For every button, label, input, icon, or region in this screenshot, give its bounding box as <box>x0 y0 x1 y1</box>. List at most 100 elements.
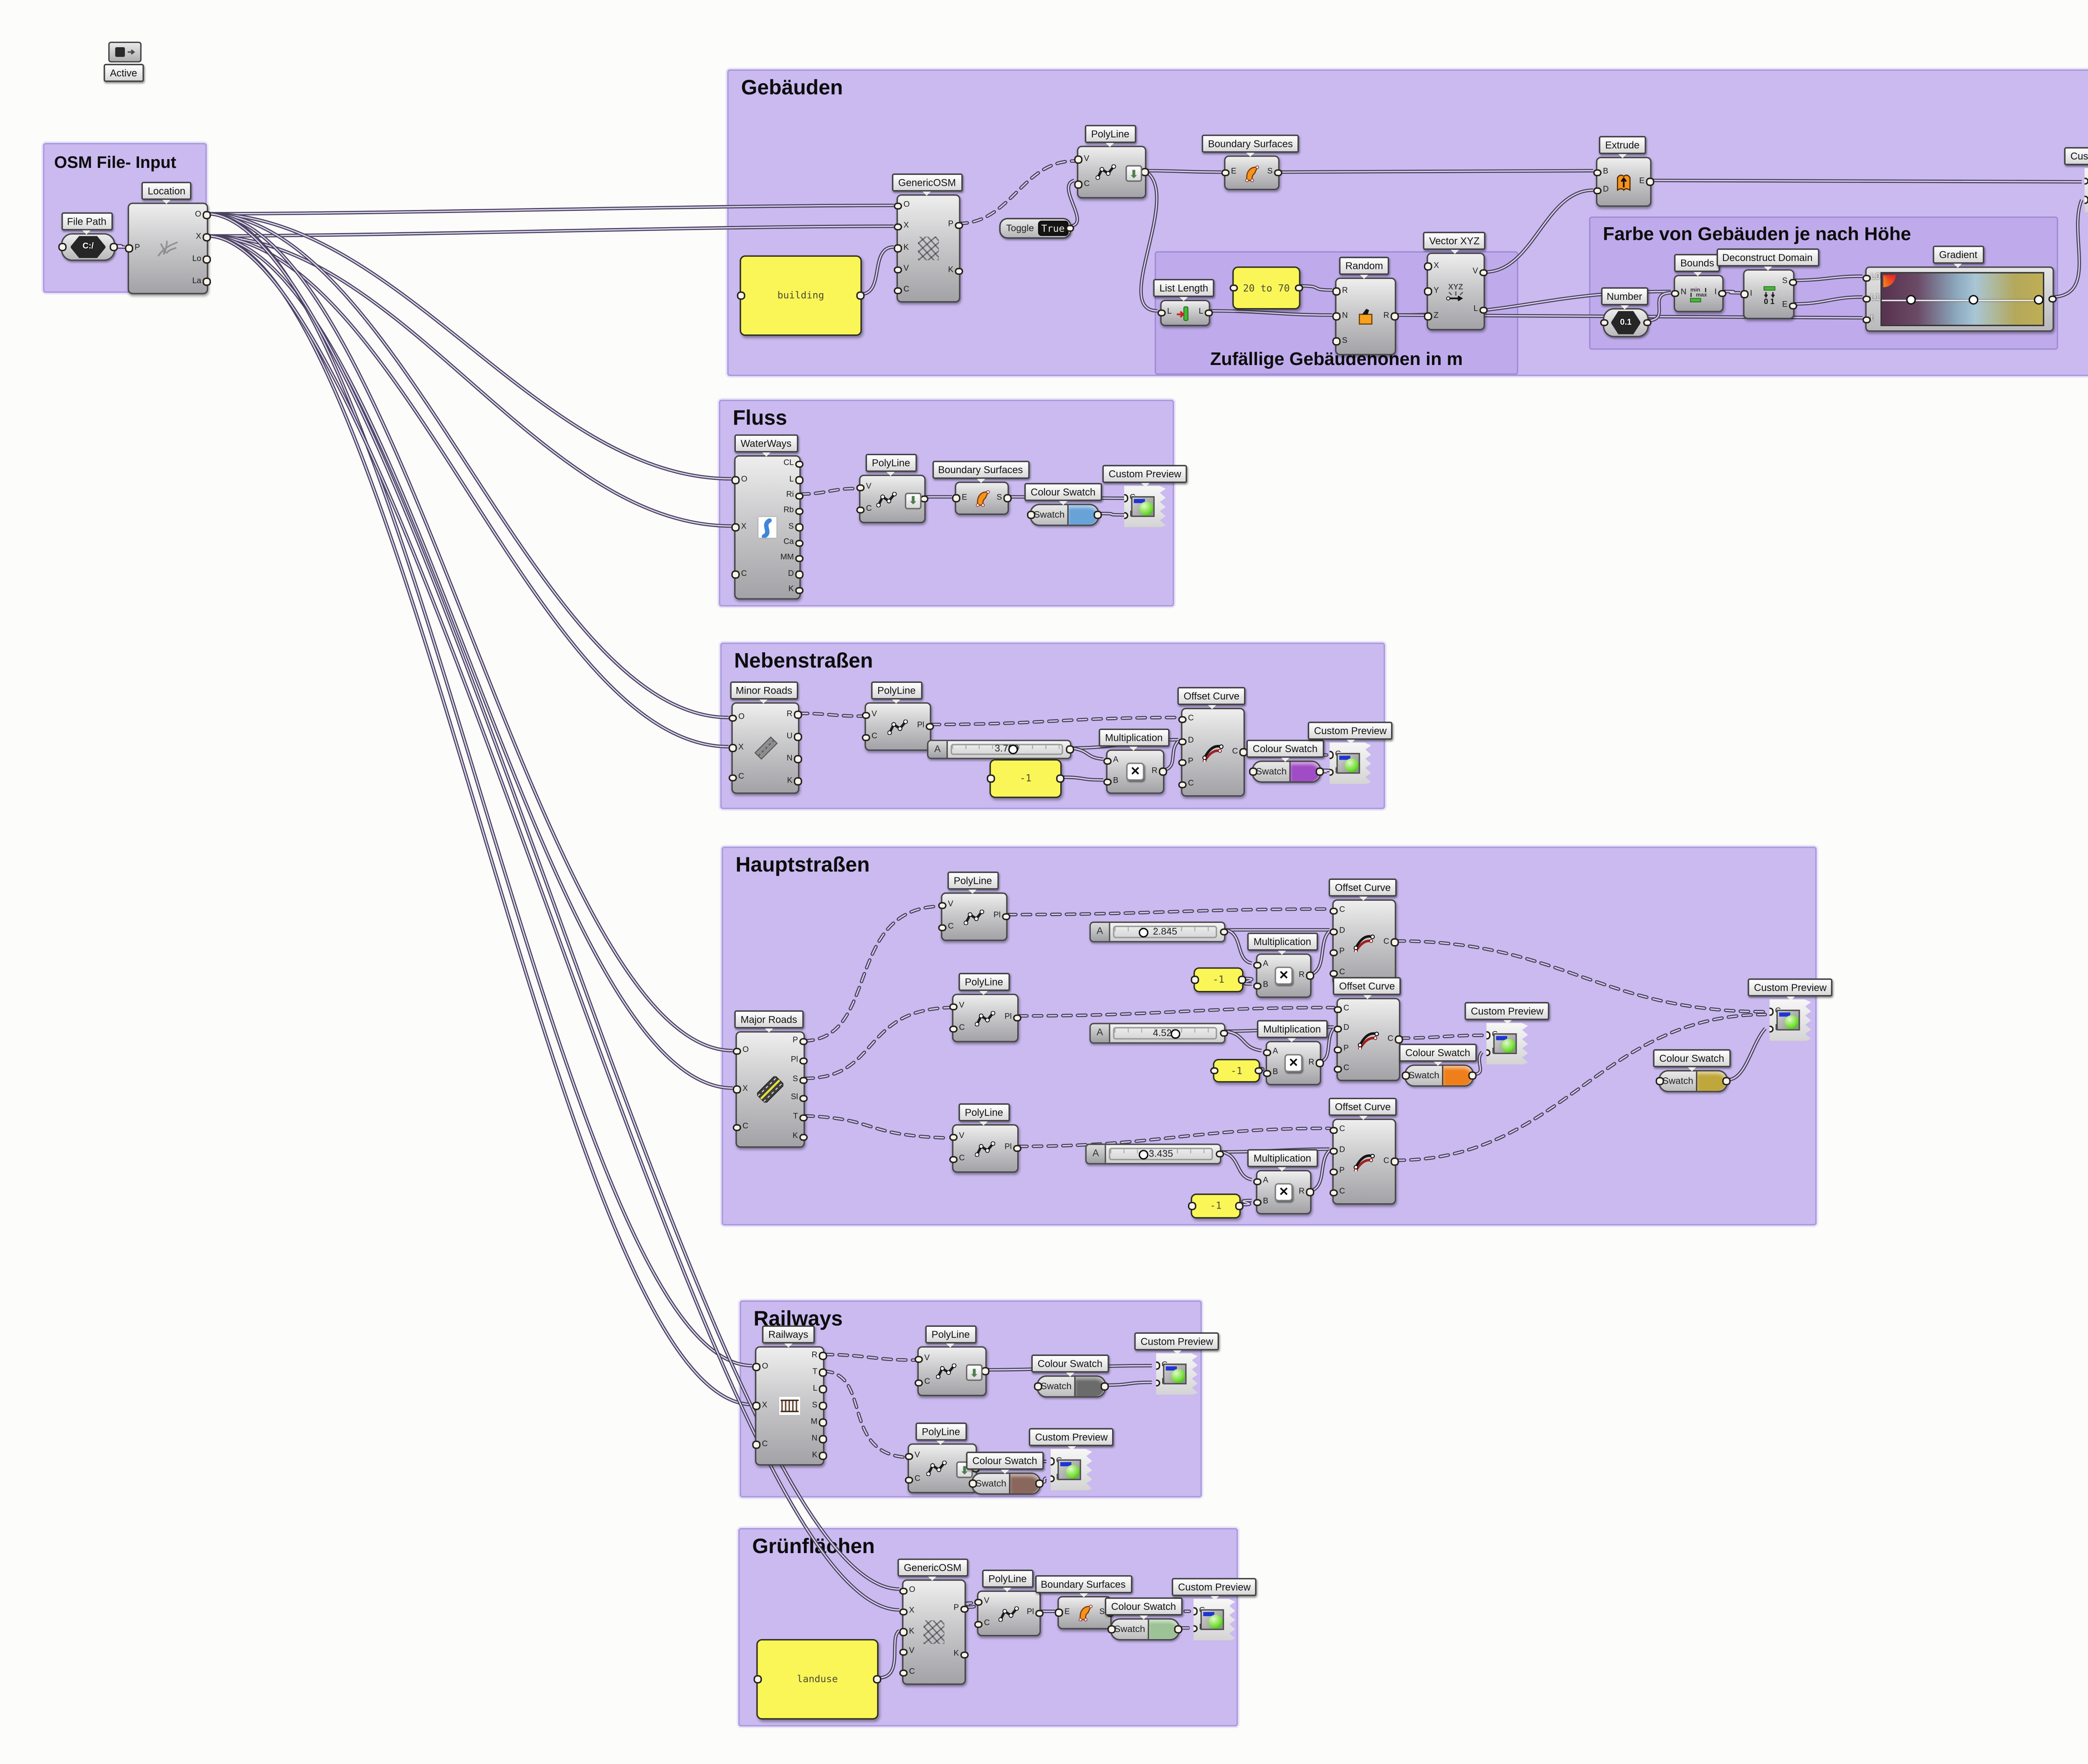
input-port-X[interactable] <box>729 744 737 752</box>
panel--1[interactable]: -1 <box>987 759 1064 798</box>
input-port-C[interactable] <box>1330 907 1338 915</box>
output-port-Pl[interactable] <box>920 495 928 503</box>
gradient-bar[interactable] <box>1880 272 2045 326</box>
custom-preview-component[interactable]: GM <box>1124 486 1166 527</box>
hex-output-port[interactable] <box>110 243 118 251</box>
output-port-MM[interactable] <box>796 555 803 563</box>
panel-output-port[interactable] <box>1057 775 1064 782</box>
input-port-V[interactable] <box>900 1649 907 1656</box>
panel-landuse[interactable]: landuse <box>754 1639 881 1720</box>
input-port-G[interactable] <box>1050 1457 1054 1465</box>
input-port-E[interactable] <box>953 494 960 502</box>
output-port-M[interactable] <box>819 1419 827 1426</box>
bake-arrow-button[interactable]: ⬇ <box>905 492 922 509</box>
panel-20-to-70[interactable]: 20 to 70 <box>1230 266 1303 310</box>
slider-knob[interactable] <box>1138 927 1148 937</box>
output-port-Pl[interactable] <box>1014 1014 1021 1022</box>
slider-output-port[interactable] <box>1066 745 1074 753</box>
output-port-P[interactable] <box>955 221 963 229</box>
input-port-P[interactable] <box>1178 759 1186 767</box>
input-port-C[interactable] <box>950 1156 957 1164</box>
panel-output-port[interactable] <box>1255 1067 1262 1075</box>
input-port-C[interactable] <box>1334 1006 1342 1013</box>
gradient-input-port-t[interactable] <box>1863 316 1870 324</box>
output-port-R[interactable] <box>819 1352 827 1360</box>
output-port-R[interactable] <box>1316 1059 1324 1067</box>
input-port-V[interactable] <box>905 1453 913 1460</box>
panel-input-port[interactable] <box>1230 284 1238 292</box>
custom-preview-component[interactable]: GM <box>1156 1353 1198 1395</box>
slider-grip[interactable]: A <box>1087 1145 1106 1163</box>
input-port-G[interactable] <box>1124 494 1128 502</box>
gradient-input-port-L1[interactable] <box>1863 295 1870 303</box>
swatch-input-port[interactable] <box>969 1480 977 1488</box>
output-port-E[interactable] <box>1646 178 1654 185</box>
input-port-M[interactable] <box>1050 1475 1054 1483</box>
input-port-E[interactable] <box>1055 1609 1063 1617</box>
hex-input-port[interactable] <box>1601 319 1608 327</box>
input-port-C[interactable] <box>900 1669 907 1677</box>
input-port-X[interactable] <box>894 223 902 231</box>
output-port-C[interactable] <box>1391 938 1399 946</box>
swatch-input-port[interactable] <box>1034 1383 1042 1390</box>
input-port-G[interactable] <box>1194 1607 1197 1615</box>
swatch-output-port[interactable] <box>1174 1625 1182 1633</box>
output-port-C[interactable] <box>1391 1158 1399 1166</box>
gradient-input-port-L0[interactable] <box>1863 274 1870 282</box>
output-port-Sl[interactable] <box>800 1095 807 1103</box>
swatch-output-port[interactable] <box>1101 1383 1108 1390</box>
output-port-U[interactable] <box>794 733 802 741</box>
slider-grip[interactable]: A <box>928 741 948 758</box>
output-port-R[interactable] <box>794 711 802 719</box>
toggle-output-port[interactable] <box>1066 225 1074 232</box>
input-port-R[interactable] <box>1333 288 1340 295</box>
active-toggle-widget[interactable] <box>108 41 142 63</box>
swatch-color[interactable] <box>1067 505 1098 525</box>
output-port-Pl[interactable] <box>1036 1609 1043 1617</box>
input-port-V[interactable] <box>894 266 902 273</box>
input-port-V[interactable] <box>1074 156 1082 163</box>
input-port-C[interactable] <box>856 507 864 514</box>
panel-input-port[interactable] <box>737 292 745 299</box>
custom-preview-component[interactable]: GM <box>1194 1599 1235 1641</box>
output-port-Rb[interactable] <box>796 508 803 515</box>
output-port-N[interactable] <box>819 1435 827 1443</box>
input-port-C[interactable] <box>1178 716 1186 724</box>
input-port-P[interactable] <box>1330 949 1338 957</box>
input-port-B[interactable] <box>1594 169 1601 176</box>
panel--1[interactable]: -1 <box>1191 967 1246 993</box>
input-port-O[interactable] <box>900 1587 907 1595</box>
output-port-S[interactable] <box>819 1402 827 1410</box>
output-port-Ri[interactable] <box>796 492 803 500</box>
input-port-C[interactable] <box>938 924 946 932</box>
input-port-C[interactable] <box>733 1123 741 1131</box>
slider-grip[interactable]: A <box>1091 1024 1110 1042</box>
output-port-S[interactable] <box>800 1076 807 1084</box>
hex-input-port[interactable] <box>58 243 66 251</box>
custom-preview-component[interactable]: GM <box>2084 168 2088 213</box>
slider-output-port[interactable] <box>1216 1150 1224 1158</box>
swatch-color[interactable] <box>1148 1620 1178 1639</box>
input-port-A[interactable] <box>1104 758 1111 765</box>
gradient-output-port[interactable] <box>2049 295 2056 303</box>
input-port-C[interactable] <box>915 1379 922 1387</box>
output-port-C[interactable] <box>1240 748 1247 756</box>
slider-knob[interactable] <box>1009 744 1019 755</box>
custom-preview-component[interactable]: GM <box>1050 1449 1092 1491</box>
swatch-input-port[interactable] <box>1027 511 1035 519</box>
output-port-Ca[interactable] <box>796 539 803 547</box>
